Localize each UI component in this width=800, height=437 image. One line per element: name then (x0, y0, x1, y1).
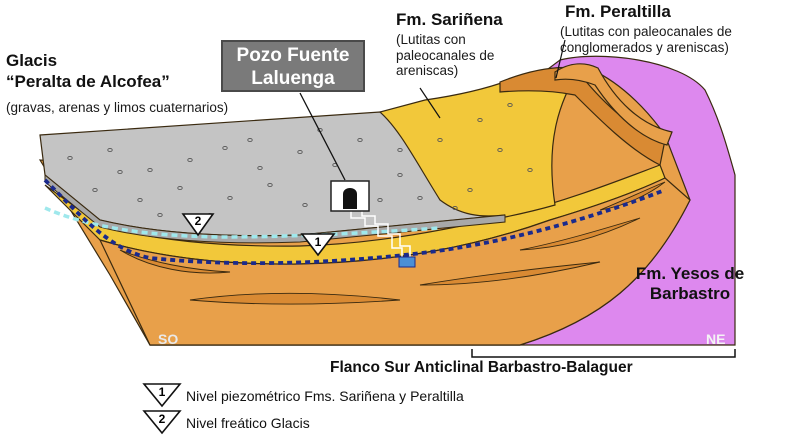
pebble-mark (397, 147, 403, 153)
pebble-mark (527, 167, 533, 173)
glacis-side (44, 173, 506, 244)
sarinena-leader-line (419, 87, 441, 119)
pebble-mark (417, 195, 423, 201)
pebble-mark (222, 145, 228, 151)
sandstone-lens (599, 181, 666, 211)
pozo-label-line1: Pozo Fuente (236, 45, 350, 66)
sarinena-title: Fm. Sariñena (396, 10, 503, 29)
yesos-title-line1: Fm. Yesos de (635, 264, 745, 283)
pebble-mark (257, 165, 263, 171)
pebble-mark (147, 167, 153, 173)
svg-text:2: 2 (195, 214, 202, 228)
peraltilla-description: (Lutitas con paleocanales de conglomerad… (560, 24, 732, 55)
legend-item-2-text: Nivel freático Glacis (186, 415, 310, 431)
peraltilla-ridge-2 (554, 63, 673, 146)
sandstone-lens (119, 249, 231, 274)
glacis-description: (gravas, arenas y limos cuaternarios) (6, 100, 229, 115)
pebble-mark (157, 212, 163, 218)
pozo-leader-line (299, 92, 346, 181)
yesos-title: Fm. Yesos de Barbastro (620, 264, 760, 303)
water-body (398, 256, 416, 268)
marker-1-icon: 1 (300, 233, 336, 257)
glacis-name: “Peralta de Alcofea” (6, 72, 170, 91)
pebble-mark (467, 187, 473, 193)
pebble-mark (357, 137, 363, 143)
svg-text:1: 1 (315, 235, 322, 249)
pebble-mark (497, 147, 503, 153)
pebble-mark (187, 157, 193, 163)
pebble-mark (177, 185, 183, 191)
glacis-title: Glacis (6, 51, 58, 70)
phreatic-level-line (44, 206, 441, 239)
pozo-label-line2: Laluenga (251, 67, 335, 89)
sandstone-lens (519, 217, 641, 251)
sandstone-lenses (119, 181, 666, 305)
marker-2-icon: 2 (181, 213, 215, 237)
pebble-mark (137, 197, 143, 203)
yesos-title-line2: Barbastro (649, 283, 731, 303)
legend-item-1-text: Nivel piezométrico Fms. Sariñena y Peral… (186, 388, 464, 404)
legend-marker-2-icon: 2 (142, 410, 182, 435)
pebble-mark (107, 147, 113, 153)
flanco-bracket (471, 349, 736, 358)
pebble-mark (302, 202, 308, 208)
pebble-mark (397, 172, 403, 178)
pebble-mark (117, 169, 123, 175)
peraltilla-title: Fm. Peraltilla (565, 2, 671, 21)
direction-ne: NE (706, 331, 726, 347)
pebble-mark (227, 195, 233, 201)
svg-text:1: 1 (159, 385, 166, 399)
pebble-mark (507, 102, 513, 108)
pebble-mark (297, 149, 303, 155)
sarinena-description: (Lutitas con paleocanales de areniscas) (396, 32, 495, 79)
direction-so: SO (158, 331, 179, 347)
pebble-mark (377, 197, 383, 203)
legend-marker-1-icon: 1 (142, 383, 182, 408)
pebble-mark (437, 137, 443, 143)
pebble-mark (92, 187, 98, 193)
well-shaft (350, 210, 411, 262)
pebble-mark (247, 137, 253, 143)
sandstone-lens (419, 261, 601, 286)
pebble-mark (452, 205, 458, 211)
flanco-label: Flanco Sur Anticlinal Barbastro-Balaguer (330, 359, 633, 376)
pebble-mark (67, 155, 73, 161)
peraltilla-leader-line (555, 39, 566, 79)
svg-text:2: 2 (159, 412, 166, 426)
pozo-label-box: Pozo Fuente Laluenga (221, 40, 365, 92)
sandstone-lens (189, 292, 401, 305)
glacis-pebbles (67, 102, 533, 218)
well-house-icon (330, 180, 370, 212)
pebble-mark (267, 182, 273, 188)
pebble-mark (477, 117, 483, 123)
piezometric-level-line (43, 178, 666, 266)
